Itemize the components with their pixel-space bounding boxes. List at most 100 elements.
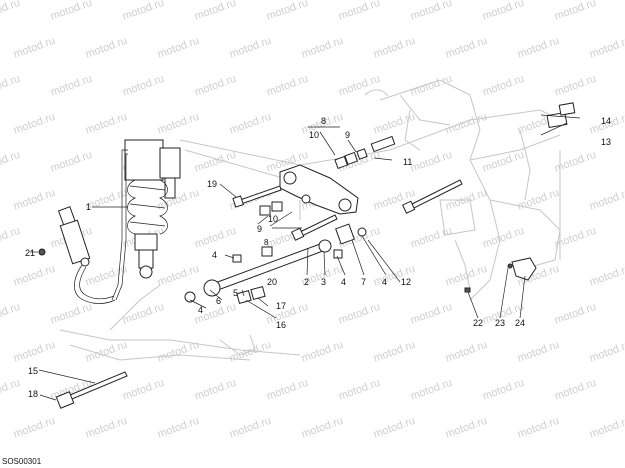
watermark-text: motod.ru bbox=[193, 149, 238, 175]
watermark-text: motod.ru bbox=[49, 149, 94, 175]
callouts: 1 2 3 4 4 4 4 5 6 7 8 8 9 9 10 10 11 12 … bbox=[25, 116, 611, 399]
watermark-text: motod.ru bbox=[588, 35, 625, 61]
watermark-text: motod.ru bbox=[49, 0, 94, 23]
callout-14: 14 bbox=[601, 116, 611, 126]
watermark-text: motod.ru bbox=[444, 263, 489, 289]
watermark-text: motod.ru bbox=[156, 339, 201, 365]
watermark-text: motod.ru bbox=[84, 35, 129, 61]
shock-reservoir bbox=[38, 206, 116, 304]
watermark-text: motod.ru bbox=[409, 73, 454, 99]
watermark-text: motod.ru bbox=[228, 35, 273, 61]
callout-7: 7 bbox=[361, 277, 366, 287]
watermark-text: motod.ru bbox=[265, 301, 310, 327]
watermark-text: motod.ru bbox=[0, 0, 22, 23]
long-bolt bbox=[55, 371, 128, 409]
watermark-text: motod.ru bbox=[553, 73, 598, 99]
callout-10: 10 bbox=[309, 130, 319, 140]
watermark-text: motod.ru bbox=[156, 415, 201, 441]
watermark-text: motod.ru bbox=[516, 415, 561, 441]
watermark-text: motod.ru bbox=[193, 73, 238, 99]
watermark-text: motod.ru bbox=[228, 111, 273, 137]
watermark-text: motod.ru bbox=[444, 35, 489, 61]
watermark-text: motod.ru bbox=[12, 415, 57, 441]
callout-18: 18 bbox=[28, 389, 38, 399]
watermark-text: motod.ru bbox=[372, 111, 417, 137]
watermark-text: motod.ru bbox=[121, 301, 166, 327]
frame-background bbox=[59, 79, 561, 361]
bolts bbox=[232, 179, 463, 241]
watermark-text: motod.ru bbox=[12, 339, 57, 365]
watermark-text: motod.ru bbox=[337, 301, 382, 327]
right-bushings bbox=[546, 102, 576, 129]
callout-22: 22 bbox=[473, 318, 483, 328]
callout-24: 24 bbox=[515, 318, 525, 328]
watermark-text: motod.ru bbox=[49, 301, 94, 327]
watermark-text: motod.ru bbox=[0, 377, 22, 403]
watermark-text: motod.ru bbox=[156, 35, 201, 61]
callout-8: 8 bbox=[264, 238, 269, 247]
callout-16: 16 bbox=[276, 320, 286, 330]
callout-15: 15 bbox=[28, 366, 38, 376]
watermark-text: motod.ru bbox=[481, 0, 526, 23]
watermark-text: motod.ru bbox=[372, 339, 417, 365]
watermark-text: motod.ru bbox=[553, 377, 598, 403]
watermark-text: motod.ru bbox=[337, 0, 382, 23]
watermark-text: motod.ru bbox=[84, 415, 129, 441]
callout-6: 6 bbox=[216, 296, 221, 306]
callout-8: 8 bbox=[321, 116, 326, 126]
watermark-text: motod.ru bbox=[193, 225, 238, 251]
pull-rod bbox=[203, 239, 332, 297]
callout-20: 20 bbox=[267, 277, 277, 287]
callout-4: 4 bbox=[382, 277, 387, 287]
callout-9: 9 bbox=[257, 224, 262, 234]
watermark-text: motod.ru bbox=[553, 301, 598, 327]
callout-19: 19 bbox=[207, 179, 217, 189]
watermark-text: motod.ru bbox=[481, 377, 526, 403]
watermark-text: motod.ru bbox=[121, 0, 166, 23]
callout-3: 3 bbox=[321, 277, 326, 287]
watermark-text: motod.ru bbox=[372, 35, 417, 61]
watermark-layer: motod.ru motod.ru motod.ru motod.ru motod.ru… bbox=[0, 0, 625, 441]
watermark-text: motod.ru bbox=[481, 225, 526, 251]
right-bracket bbox=[464, 257, 537, 293]
watermark-text: motod.ru bbox=[121, 377, 166, 403]
watermark-text: motod.ru bbox=[553, 0, 598, 23]
watermark-text: motod.ru bbox=[49, 73, 94, 99]
watermark-text: motod.ru bbox=[588, 415, 625, 441]
callout-2: 2 bbox=[304, 277, 309, 287]
rocker-link bbox=[279, 164, 359, 215]
callout-1: 1 bbox=[86, 202, 91, 212]
watermark-text: motod.ru bbox=[516, 187, 561, 213]
watermark-text: motod.ru bbox=[121, 73, 166, 99]
watermark-text: motod.ru bbox=[300, 339, 345, 365]
watermark-text: motod.ru bbox=[12, 263, 57, 289]
watermark-text: motod.ru bbox=[444, 415, 489, 441]
drawing-reference: SOS00301 bbox=[2, 457, 42, 466]
callout-5: 5 bbox=[233, 288, 238, 298]
watermark-text: motod.ru bbox=[265, 377, 310, 403]
watermark-text: motod.ru bbox=[84, 111, 129, 137]
watermark-text: motod.ru bbox=[193, 0, 238, 23]
watermark-text: motod.ru bbox=[409, 225, 454, 251]
callout-4: 4 bbox=[212, 250, 217, 260]
watermark-text: motod.ru bbox=[409, 377, 454, 403]
watermark-text: motod.ru bbox=[0, 301, 22, 327]
callout-10: 10 bbox=[268, 214, 278, 224]
watermark-text: motod.ru bbox=[156, 263, 201, 289]
callout-13: 13 bbox=[601, 137, 611, 147]
callout-21: 21 bbox=[25, 248, 35, 258]
watermark-text: motod.ru bbox=[337, 377, 382, 403]
watermark-text: motod.ru bbox=[84, 339, 129, 365]
callout-11: 11 bbox=[403, 157, 412, 167]
watermark-text: motod.ru bbox=[0, 73, 22, 99]
watermark-text: motod.ru bbox=[409, 149, 454, 175]
watermark-text: motod.ru bbox=[409, 301, 454, 327]
watermark-text: motod.ru bbox=[481, 73, 526, 99]
leader-lines bbox=[30, 114, 581, 401]
bushings bbox=[259, 135, 396, 216]
watermark-text: motod.ru bbox=[156, 111, 201, 137]
watermark-text: motod.ru bbox=[12, 111, 57, 137]
watermark-text: motod.ru bbox=[300, 35, 345, 61]
watermark-text: motod.ru bbox=[265, 0, 310, 23]
